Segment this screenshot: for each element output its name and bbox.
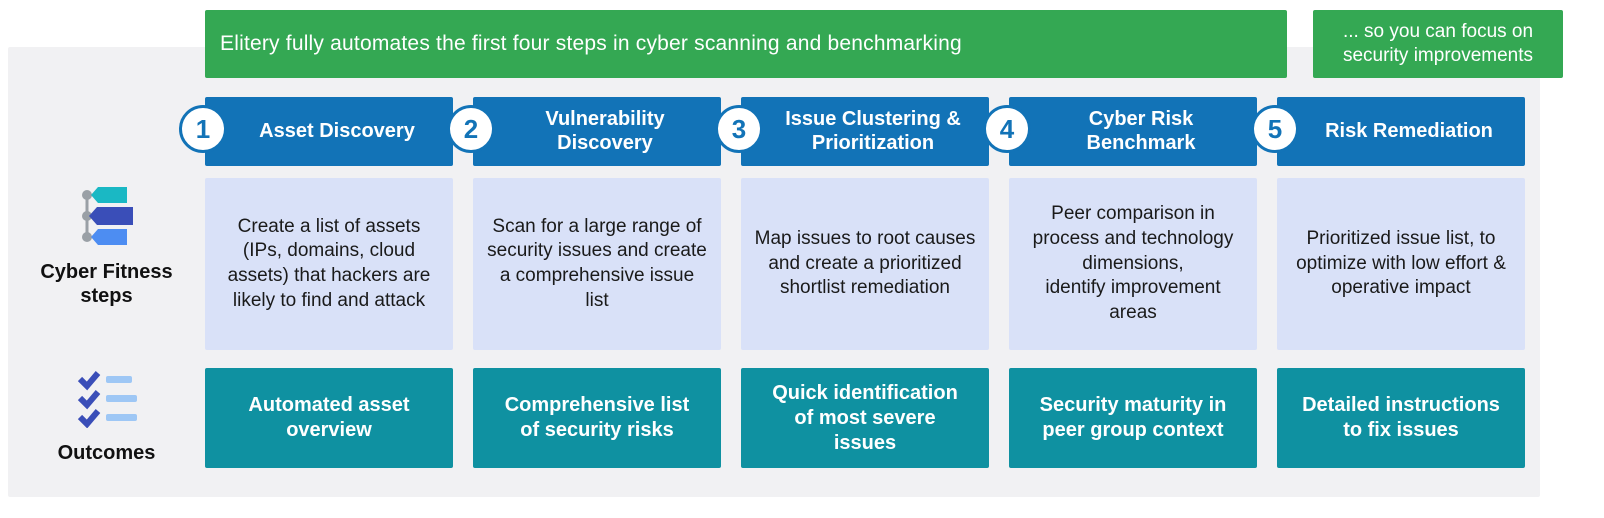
column-vulnerability-discovery: 2 Vulnerability Discovery Scan for a lar… xyxy=(447,97,721,468)
step-number-badge: 3 xyxy=(715,105,763,153)
step-outcome: Detailed instructions to fix issues xyxy=(1277,368,1525,468)
automation-banner-text: Elitery fully automates the first four s… xyxy=(220,32,962,55)
step-number-badge: 4 xyxy=(983,105,1031,153)
step-description: Create a list of assets (IPs, domains, c… xyxy=(205,178,453,350)
step-outcome: Automated asset overview xyxy=(205,368,453,468)
step-outcome: Comprehensive list of security risks xyxy=(473,368,721,468)
step-title: Vulnerability Discovery xyxy=(545,107,665,154)
cyber-fitness-steps-rail: Cyber Fitness steps xyxy=(8,183,205,309)
step-description: Scan for a large range of security issue… xyxy=(473,178,721,350)
step-number-badge: 5 xyxy=(1251,105,1299,153)
step-header: 3 Issue Clustering & Prioritization xyxy=(715,97,989,166)
step-header: 2 Vulnerability Discovery xyxy=(447,97,721,166)
process-columns: 1 Asset Discovery Create a list of asset… xyxy=(179,97,1525,468)
step-outcome: Security maturity in peer group context xyxy=(1009,368,1257,468)
outcomes-rail: Outcomes xyxy=(8,370,205,465)
step-title: Issue Clustering & Prioritization xyxy=(785,107,961,154)
milestone-timeline-icon xyxy=(75,183,139,252)
column-issue-clustering: 3 Issue Clustering & Prioritization Map … xyxy=(715,97,989,468)
column-risk-remediation: 5 Risk Remediation Prioritized issue lis… xyxy=(1251,97,1525,468)
cyber-fitness-steps-label: Cyber Fitness steps xyxy=(40,261,173,308)
column-asset-discovery: 1 Asset Discovery Create a list of asset… xyxy=(179,97,453,468)
step-description: Map issues to root causes and create a p… xyxy=(741,178,989,350)
step-header: 1 Asset Discovery xyxy=(179,97,453,166)
focus-banner-text: ... so you can focus on security improve… xyxy=(1342,20,1534,66)
step-number-badge: 2 xyxy=(447,105,495,153)
focus-banner: ... so you can focus on security improve… xyxy=(1313,10,1563,78)
step-title: Cyber Risk Benchmark xyxy=(1086,107,1196,154)
checklist-icon xyxy=(76,370,138,433)
column-cyber-risk-benchmark: 4 Cyber Risk Benchmark Peer comparison i… xyxy=(983,97,1257,468)
step-outcome: Quick identification of most severe issu… xyxy=(741,368,989,468)
step-title: Risk Remediation xyxy=(1325,119,1493,142)
step-number-badge: 1 xyxy=(179,105,227,153)
outcomes-label: Outcomes xyxy=(57,442,156,464)
step-description: Peer comparison in process and technolog… xyxy=(1009,178,1257,350)
step-header: 5 Risk Remediation xyxy=(1251,97,1525,166)
automation-banner: Elitery fully automates the first four s… xyxy=(205,10,1287,78)
step-header: 4 Cyber Risk Benchmark xyxy=(983,97,1257,166)
step-description: Prioritized issue list, to optimize with… xyxy=(1277,178,1525,350)
step-title: Asset Discovery xyxy=(259,119,415,142)
